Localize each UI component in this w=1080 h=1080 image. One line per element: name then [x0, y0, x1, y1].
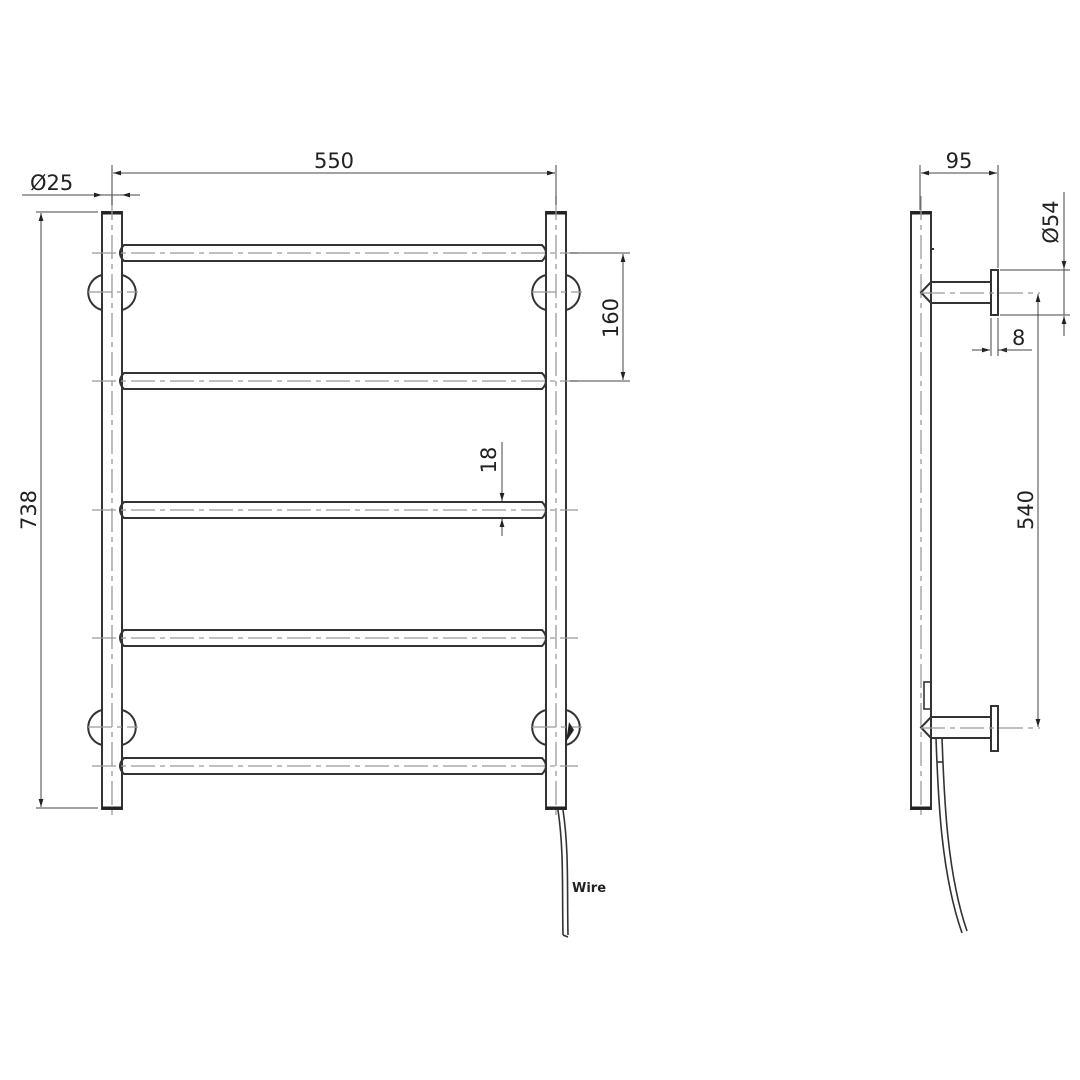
- dimension-8-text: 8: [1012, 326, 1025, 350]
- dimension-738-text: 738: [17, 490, 41, 530]
- side-vertical-tube: [910, 196, 932, 815]
- dimension-rail-diameter: 18: [477, 442, 505, 536]
- dimension-bracket-diameter: Ø54: [1000, 192, 1070, 336]
- rail-2: [92, 372, 578, 390]
- side-view: 95 Ø54 8 540: [910, 149, 1070, 934]
- side-bracket-bottom: [919, 681, 1040, 752]
- rail-3: [92, 501, 578, 519]
- horizontal-rails: [92, 244, 578, 775]
- dimension-rail-spacing: 160: [570, 252, 630, 382]
- wire-label: Wire: [572, 881, 606, 896]
- dimension-160-text: 160: [599, 298, 623, 338]
- bracket-bottom-left: [87, 709, 138, 746]
- side-bracket-top: [919, 248, 1040, 316]
- front-view: Wire 550 Ø25 738 160: [17, 149, 630, 938]
- dimension-bracket-thickness: 8: [972, 318, 1032, 356]
- dimension-95-text: 95: [946, 149, 973, 173]
- dimension-bracket-centres: 540: [1014, 294, 1041, 727]
- dimension-540-text: 540: [1014, 490, 1038, 530]
- power-wire: Wire: [557, 809, 606, 938]
- wall-brackets: [87, 274, 582, 746]
- dimension-18-text: 18: [477, 447, 501, 474]
- bracket-top-right: [531, 274, 582, 311]
- dimension-overall-height: 738: [17, 211, 98, 809]
- rail-1: [92, 244, 578, 262]
- dimension-25-text: Ø25: [30, 171, 73, 195]
- rail-4: [92, 629, 578, 647]
- side-power-wire: [935, 737, 968, 934]
- dimension-54-text: Ø54: [1039, 200, 1063, 243]
- dimension-projection-depth: 95: [919, 149, 999, 268]
- bracket-bottom-right: [531, 709, 582, 746]
- dimension-tube-diameter: Ø25: [22, 171, 140, 198]
- dimension-overall-width: 550: [111, 149, 557, 205]
- dimension-550-text: 550: [314, 149, 354, 173]
- rail-5: [92, 757, 578, 775]
- bracket-top-left: [87, 274, 138, 311]
